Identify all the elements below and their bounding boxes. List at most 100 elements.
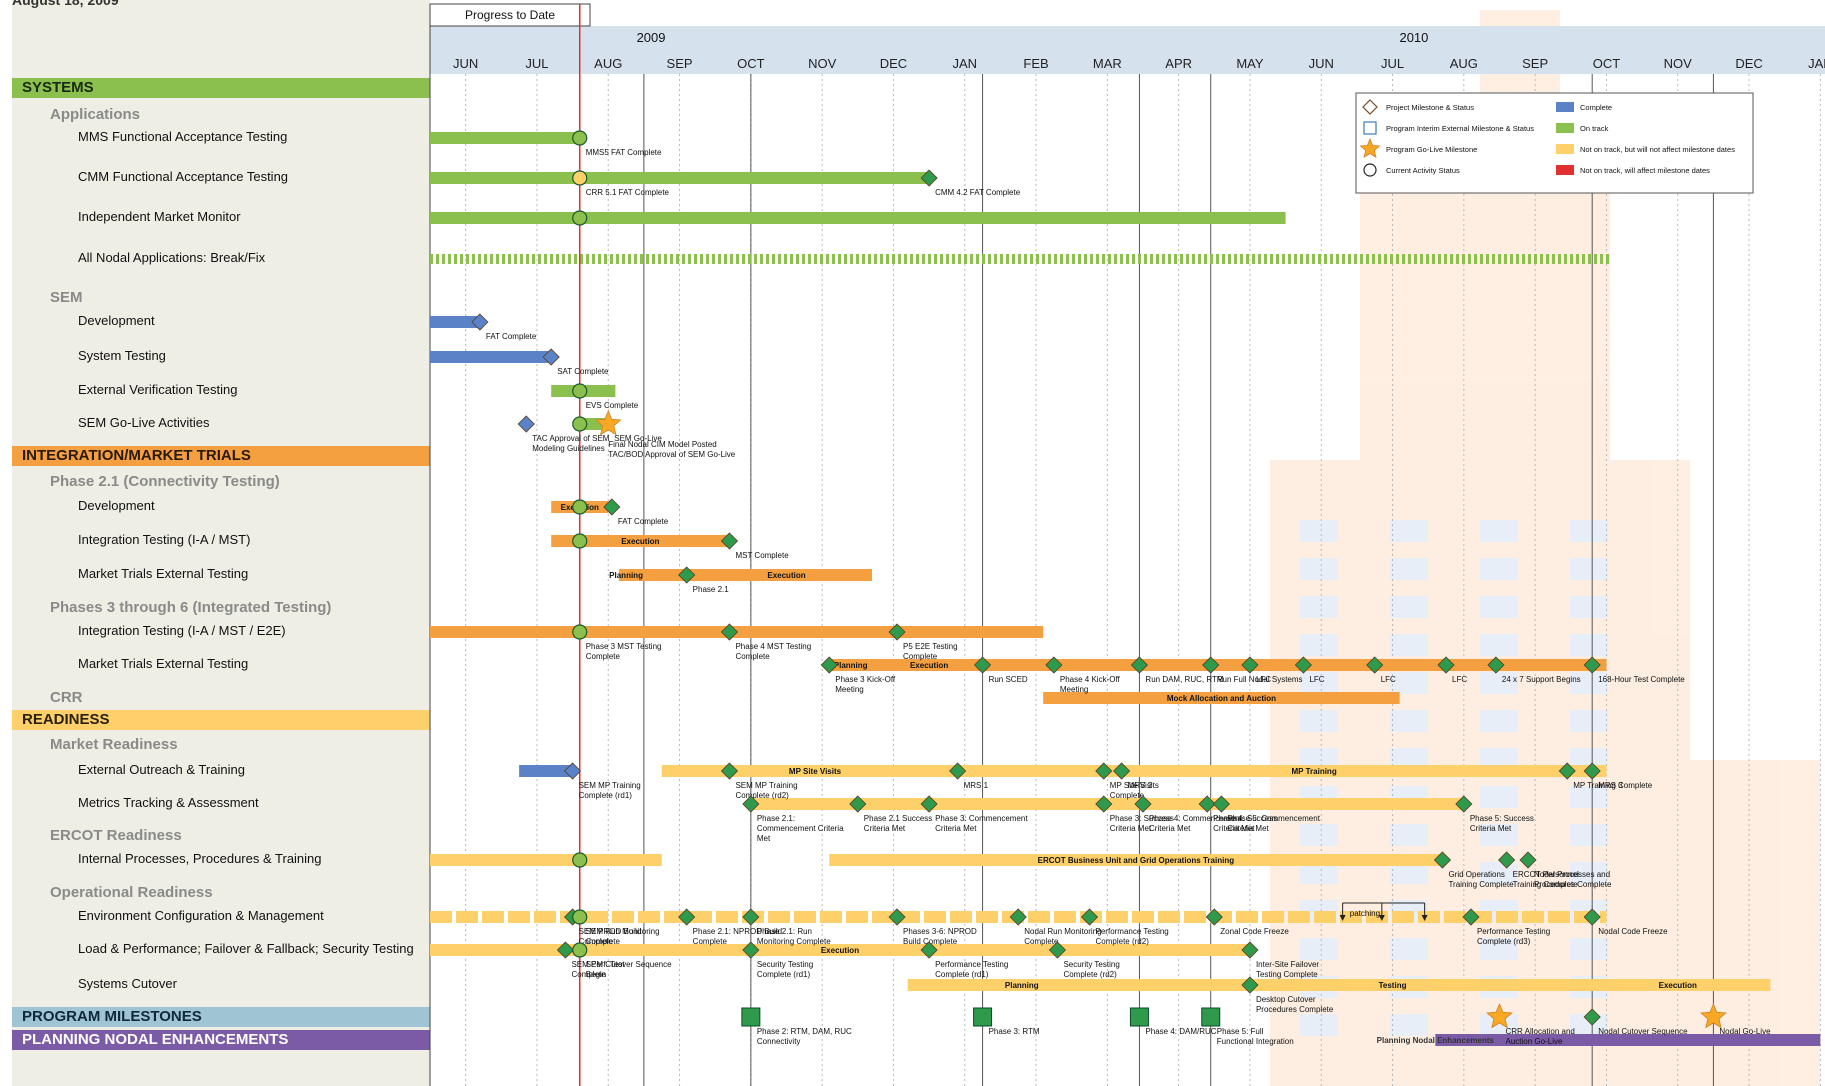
building-window bbox=[1570, 672, 1608, 694]
status-circle bbox=[572, 383, 588, 399]
task-bar bbox=[661, 765, 1607, 777]
month-label: JUN bbox=[1309, 56, 1334, 71]
month-label: OCT bbox=[737, 56, 765, 71]
task-bar bbox=[1012, 254, 1015, 264]
legend-swatch bbox=[1556, 165, 1574, 175]
task-bar bbox=[754, 254, 757, 264]
task-bar bbox=[1402, 254, 1405, 264]
task-bar bbox=[1435, 1034, 1821, 1046]
task-bar bbox=[652, 254, 655, 264]
task-bar bbox=[1282, 254, 1285, 264]
task-label: Market Trials External Testing bbox=[78, 566, 249, 581]
task-bar bbox=[1084, 254, 1087, 264]
task-bar bbox=[460, 254, 463, 264]
milestone-label: Phase 2.1: NPROD Build bbox=[693, 927, 782, 936]
task-label: Metrics Tracking & Assessment bbox=[78, 795, 259, 810]
milestone-label: Phase 5: Commencement bbox=[1227, 814, 1320, 823]
task-bar bbox=[950, 911, 972, 923]
bar-label: Execution bbox=[767, 571, 805, 580]
milestone-label: Phase 5: Success bbox=[1470, 814, 1534, 823]
task-bar bbox=[580, 254, 583, 264]
task-bar bbox=[688, 254, 691, 264]
legend-swatch bbox=[1556, 144, 1574, 154]
task-bar bbox=[1366, 911, 1388, 923]
task-bar bbox=[1474, 254, 1477, 264]
milestone-label: Security Testing bbox=[757, 960, 813, 969]
task-label: System Testing bbox=[78, 348, 166, 363]
task-bar bbox=[430, 944, 1250, 956]
milestone-diamond bbox=[564, 762, 582, 780]
milestone-label: Run DAM, RUC, RTM bbox=[1145, 675, 1223, 684]
task-bar bbox=[430, 351, 552, 363]
task-bar bbox=[1252, 254, 1255, 264]
task-bar bbox=[514, 254, 517, 264]
milestone-label: Modeling Guidelines bbox=[532, 444, 605, 453]
milestone-label: Security Testing bbox=[1063, 960, 1119, 969]
milestone-label: Phase 5: Full bbox=[1217, 1027, 1264, 1036]
task-bar bbox=[1516, 254, 1519, 264]
task-bar bbox=[1246, 254, 1249, 264]
task-bar bbox=[706, 254, 709, 264]
building-window bbox=[1480, 558, 1518, 580]
task-bar bbox=[490, 254, 493, 264]
task-bar bbox=[1548, 911, 1570, 923]
task-bar bbox=[1558, 254, 1561, 264]
task-bar bbox=[508, 254, 511, 264]
task-bar bbox=[994, 254, 997, 264]
building-window bbox=[1570, 1014, 1608, 1036]
task-bar bbox=[1204, 254, 1207, 264]
task-bar bbox=[1240, 254, 1243, 264]
milestone-diamond bbox=[1583, 1008, 1601, 1026]
task-bar bbox=[958, 254, 961, 264]
milestone-label: Connectivity bbox=[757, 1037, 801, 1046]
building-right bbox=[1640, 760, 1820, 1086]
task-bar bbox=[616, 254, 619, 264]
task-bar bbox=[1468, 254, 1471, 264]
task-bar bbox=[1336, 254, 1339, 264]
milestone-label: Zonal Code Freeze bbox=[1220, 927, 1289, 936]
bar-label: Planning bbox=[609, 571, 643, 580]
milestone-label: Procedures Complete bbox=[1534, 880, 1612, 889]
task-bar bbox=[592, 254, 595, 264]
milestone-diamond bbox=[920, 941, 938, 959]
milestone-label: Procedures Complete bbox=[1256, 1005, 1334, 1014]
building-window bbox=[1570, 786, 1608, 808]
task-bar bbox=[1324, 254, 1327, 264]
building-window bbox=[1300, 1014, 1338, 1036]
section-header: READINESS bbox=[12, 710, 430, 730]
milestone-diamond bbox=[517, 415, 535, 433]
task-bar bbox=[430, 212, 1286, 224]
task-bar bbox=[802, 254, 805, 264]
task-bar bbox=[886, 254, 889, 264]
section-header: SYSTEMS bbox=[12, 78, 430, 98]
status-circle bbox=[572, 210, 588, 226]
task-label: External Outreach & Training bbox=[78, 762, 245, 777]
milestone-label: Criteria Met bbox=[864, 824, 906, 833]
milestone-label: MST Complete bbox=[735, 551, 789, 560]
milestone-label: Functional Integration bbox=[1217, 1037, 1294, 1046]
task-bar bbox=[519, 765, 573, 777]
task-bar bbox=[496, 254, 499, 264]
task-bar bbox=[622, 254, 625, 264]
milestone-diamond bbox=[556, 941, 575, 959]
milestone-label: Complete bbox=[571, 970, 606, 979]
milestone-diamond bbox=[1202, 656, 1220, 674]
milestone-diamond bbox=[742, 795, 760, 813]
task-bar bbox=[640, 254, 643, 264]
bar-label: Execution bbox=[910, 661, 948, 670]
legend-label: Not on track, but will not affect milest… bbox=[1580, 145, 1735, 154]
left-panel bbox=[12, 0, 430, 1086]
milestone-label: 24 x 7 Support Begins bbox=[1502, 675, 1581, 684]
building-window bbox=[1570, 710, 1608, 732]
legend-label: Not on track, will affect milestone date… bbox=[1580, 166, 1710, 175]
building-window bbox=[1570, 748, 1608, 770]
milestone-label: SAT Complete bbox=[557, 367, 609, 376]
bar-label: Planning bbox=[834, 661, 868, 670]
task-label: MMS Functional Acceptance Testing bbox=[78, 129, 288, 144]
task-bar bbox=[478, 254, 481, 264]
milestone-label: MP Training Complete bbox=[1573, 781, 1653, 790]
month-label: JAN bbox=[952, 56, 977, 71]
legend-label: On track bbox=[1580, 124, 1609, 133]
milestone-label: Training Complete bbox=[1513, 880, 1579, 889]
